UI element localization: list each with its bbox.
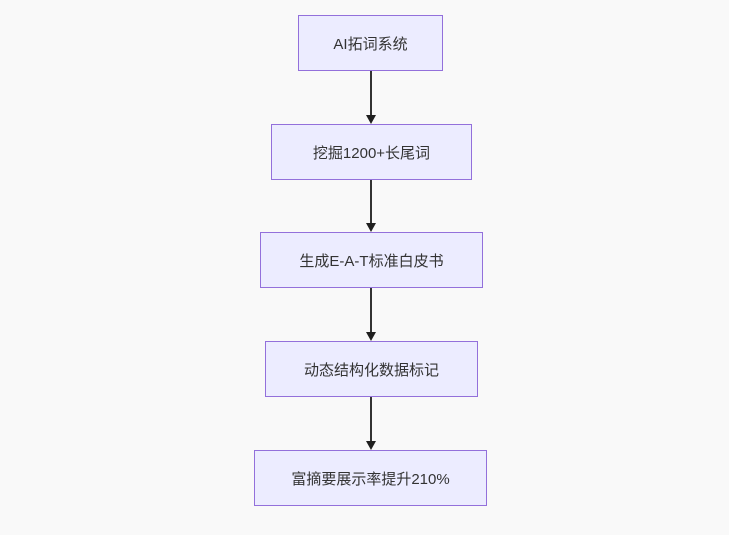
node-label: 富摘要展示率提升210% (291, 470, 450, 488)
node-label: AI拓词系统 (333, 35, 408, 53)
arrow-connector-2 (366, 180, 376, 232)
arrow-connector-4 (366, 397, 376, 450)
flowchart-node-dynamic-structured-data-markup: 动态结构化数据标记 (265, 341, 478, 397)
flowchart-node-ai-word-expansion-system: AI拓词系统 (298, 15, 443, 71)
node-label: 挖掘1200+长尾词 (312, 144, 431, 162)
flowchart-node-rich-snippet-rate-increase: 富摘要展示率提升210% (254, 450, 487, 506)
node-label: 生成E-A-T标准白皮书 (299, 252, 444, 270)
flowchart-node-generate-eat-whitepaper: 生成E-A-T标准白皮书 (260, 232, 483, 288)
arrow-connector-3 (366, 288, 376, 341)
node-label: 动态结构化数据标记 (303, 361, 439, 379)
arrow-connector-1 (366, 71, 376, 124)
flowchart-node-mine-longtail-keywords: 挖掘1200+长尾词 (271, 124, 472, 180)
